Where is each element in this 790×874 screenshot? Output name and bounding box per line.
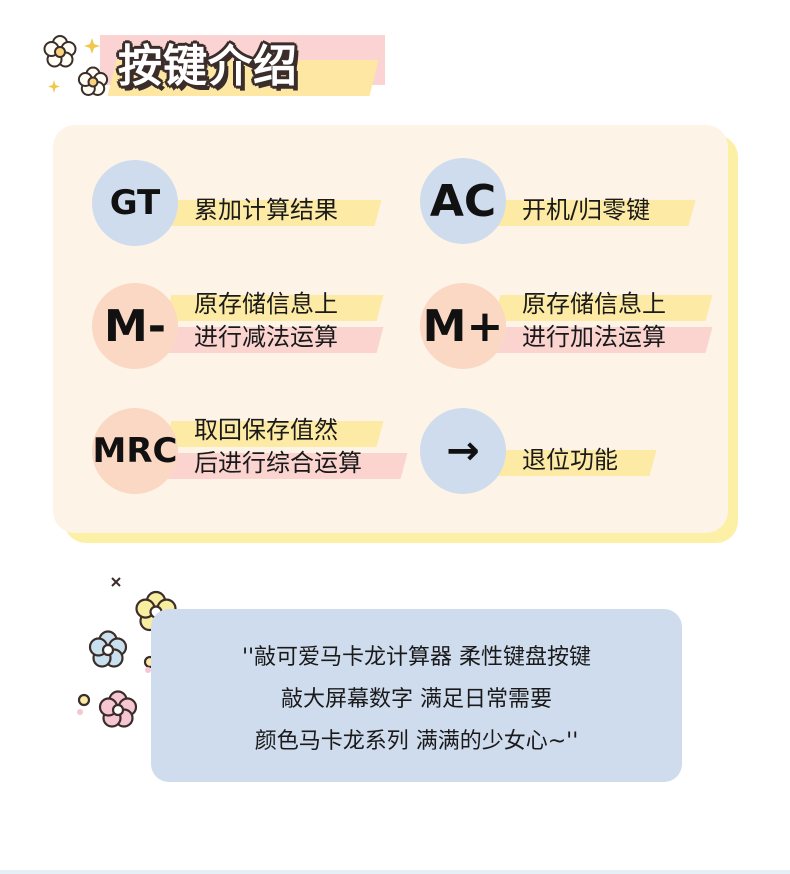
- key-description-line-1: 原存储信息上: [522, 290, 666, 318]
- key-circle: AC: [420, 158, 506, 244]
- bottom-divider: [0, 870, 790, 874]
- sparkle-icon: [111, 577, 121, 587]
- key-circle: MRC: [92, 408, 178, 494]
- key-description-line-2: 后进行综合运算: [194, 449, 362, 477]
- flower-icon: [43, 35, 109, 96]
- key-description: 累加计算结果: [194, 196, 338, 224]
- key-circle: M+: [420, 283, 506, 369]
- key-description-line-2: 进行加法运算: [522, 323, 666, 351]
- section-header: 按键介绍: [40, 30, 385, 105]
- key-circle: GT: [92, 160, 178, 246]
- key-description: 退位功能: [522, 446, 618, 474]
- quote-line-1: ''敲可爱马卡龙计算器 柔性键盘按键: [241, 645, 592, 670]
- key-description-line-2: 进行减法运算: [194, 323, 338, 351]
- page-title: 按键介绍: [118, 41, 298, 92]
- key-circle: M-: [92, 283, 178, 369]
- sparkle-icon: [48, 38, 100, 93]
- arrow-right-icon: →: [420, 408, 506, 494]
- key-description-line-1: 取回保存值然: [194, 416, 338, 444]
- key-description-line-1: 原存储信息上: [194, 290, 338, 318]
- key-description: 开机/归零键: [522, 196, 651, 224]
- quote-box: ''敲可爱马卡龙计算器 柔性键盘按键 敲大屏幕数字 满足日常需要 颜色马卡龙系列…: [151, 609, 682, 782]
- quote-line-3: 颜色马卡龙系列 满满的少女心~'': [254, 729, 579, 754]
- quote-line-2: 敲大屏幕数字 满足日常需要: [281, 687, 552, 712]
